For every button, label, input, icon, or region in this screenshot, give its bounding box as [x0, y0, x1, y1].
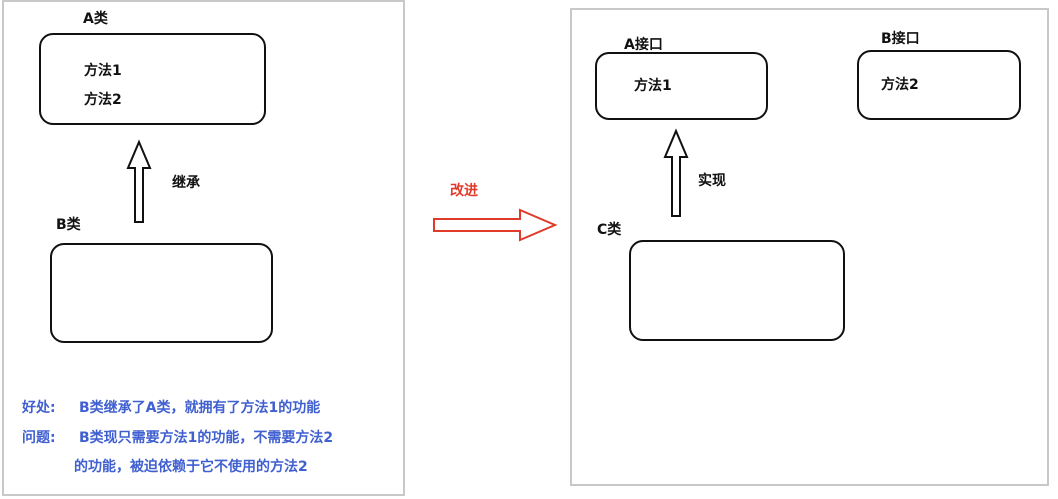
- implement-label: 实现: [698, 173, 726, 189]
- problem-text-line2: 的功能，被迫依赖于它不使用的方法2: [74, 459, 308, 475]
- interface-a-method: 方法1: [634, 78, 672, 94]
- class-a-method2: 方法2: [84, 92, 122, 108]
- class-b-label: B类: [56, 217, 81, 233]
- class-a-method1: 方法1: [84, 63, 122, 79]
- interface-b-label: B接口: [881, 31, 920, 47]
- improve-label: 改进: [450, 183, 478, 199]
- problem-text-line1: B类现只需要方法1的功能，不需要方法2: [79, 430, 334, 446]
- benefit-label: 好处:: [22, 400, 56, 416]
- class-a-label: A类: [83, 11, 108, 27]
- class-a-box: [39, 33, 266, 125]
- improve-arrow: [433, 208, 558, 242]
- inherit-label: 继承: [172, 175, 200, 191]
- interface-a-box: [595, 52, 768, 120]
- benefit-text: B类继承了A类，就拥有了方法1的功能: [79, 400, 321, 416]
- class-c-box: [629, 240, 845, 341]
- problem-label: 问题:: [22, 430, 56, 446]
- class-c-label: C类: [597, 222, 622, 238]
- implement-arrow: [663, 128, 689, 217]
- interface-a-label: A接口: [624, 37, 663, 53]
- inherit-arrow: [126, 139, 152, 223]
- interface-b-box: [857, 50, 1021, 120]
- class-b-box: [50, 243, 273, 343]
- interface-b-method: 方法2: [881, 77, 919, 93]
